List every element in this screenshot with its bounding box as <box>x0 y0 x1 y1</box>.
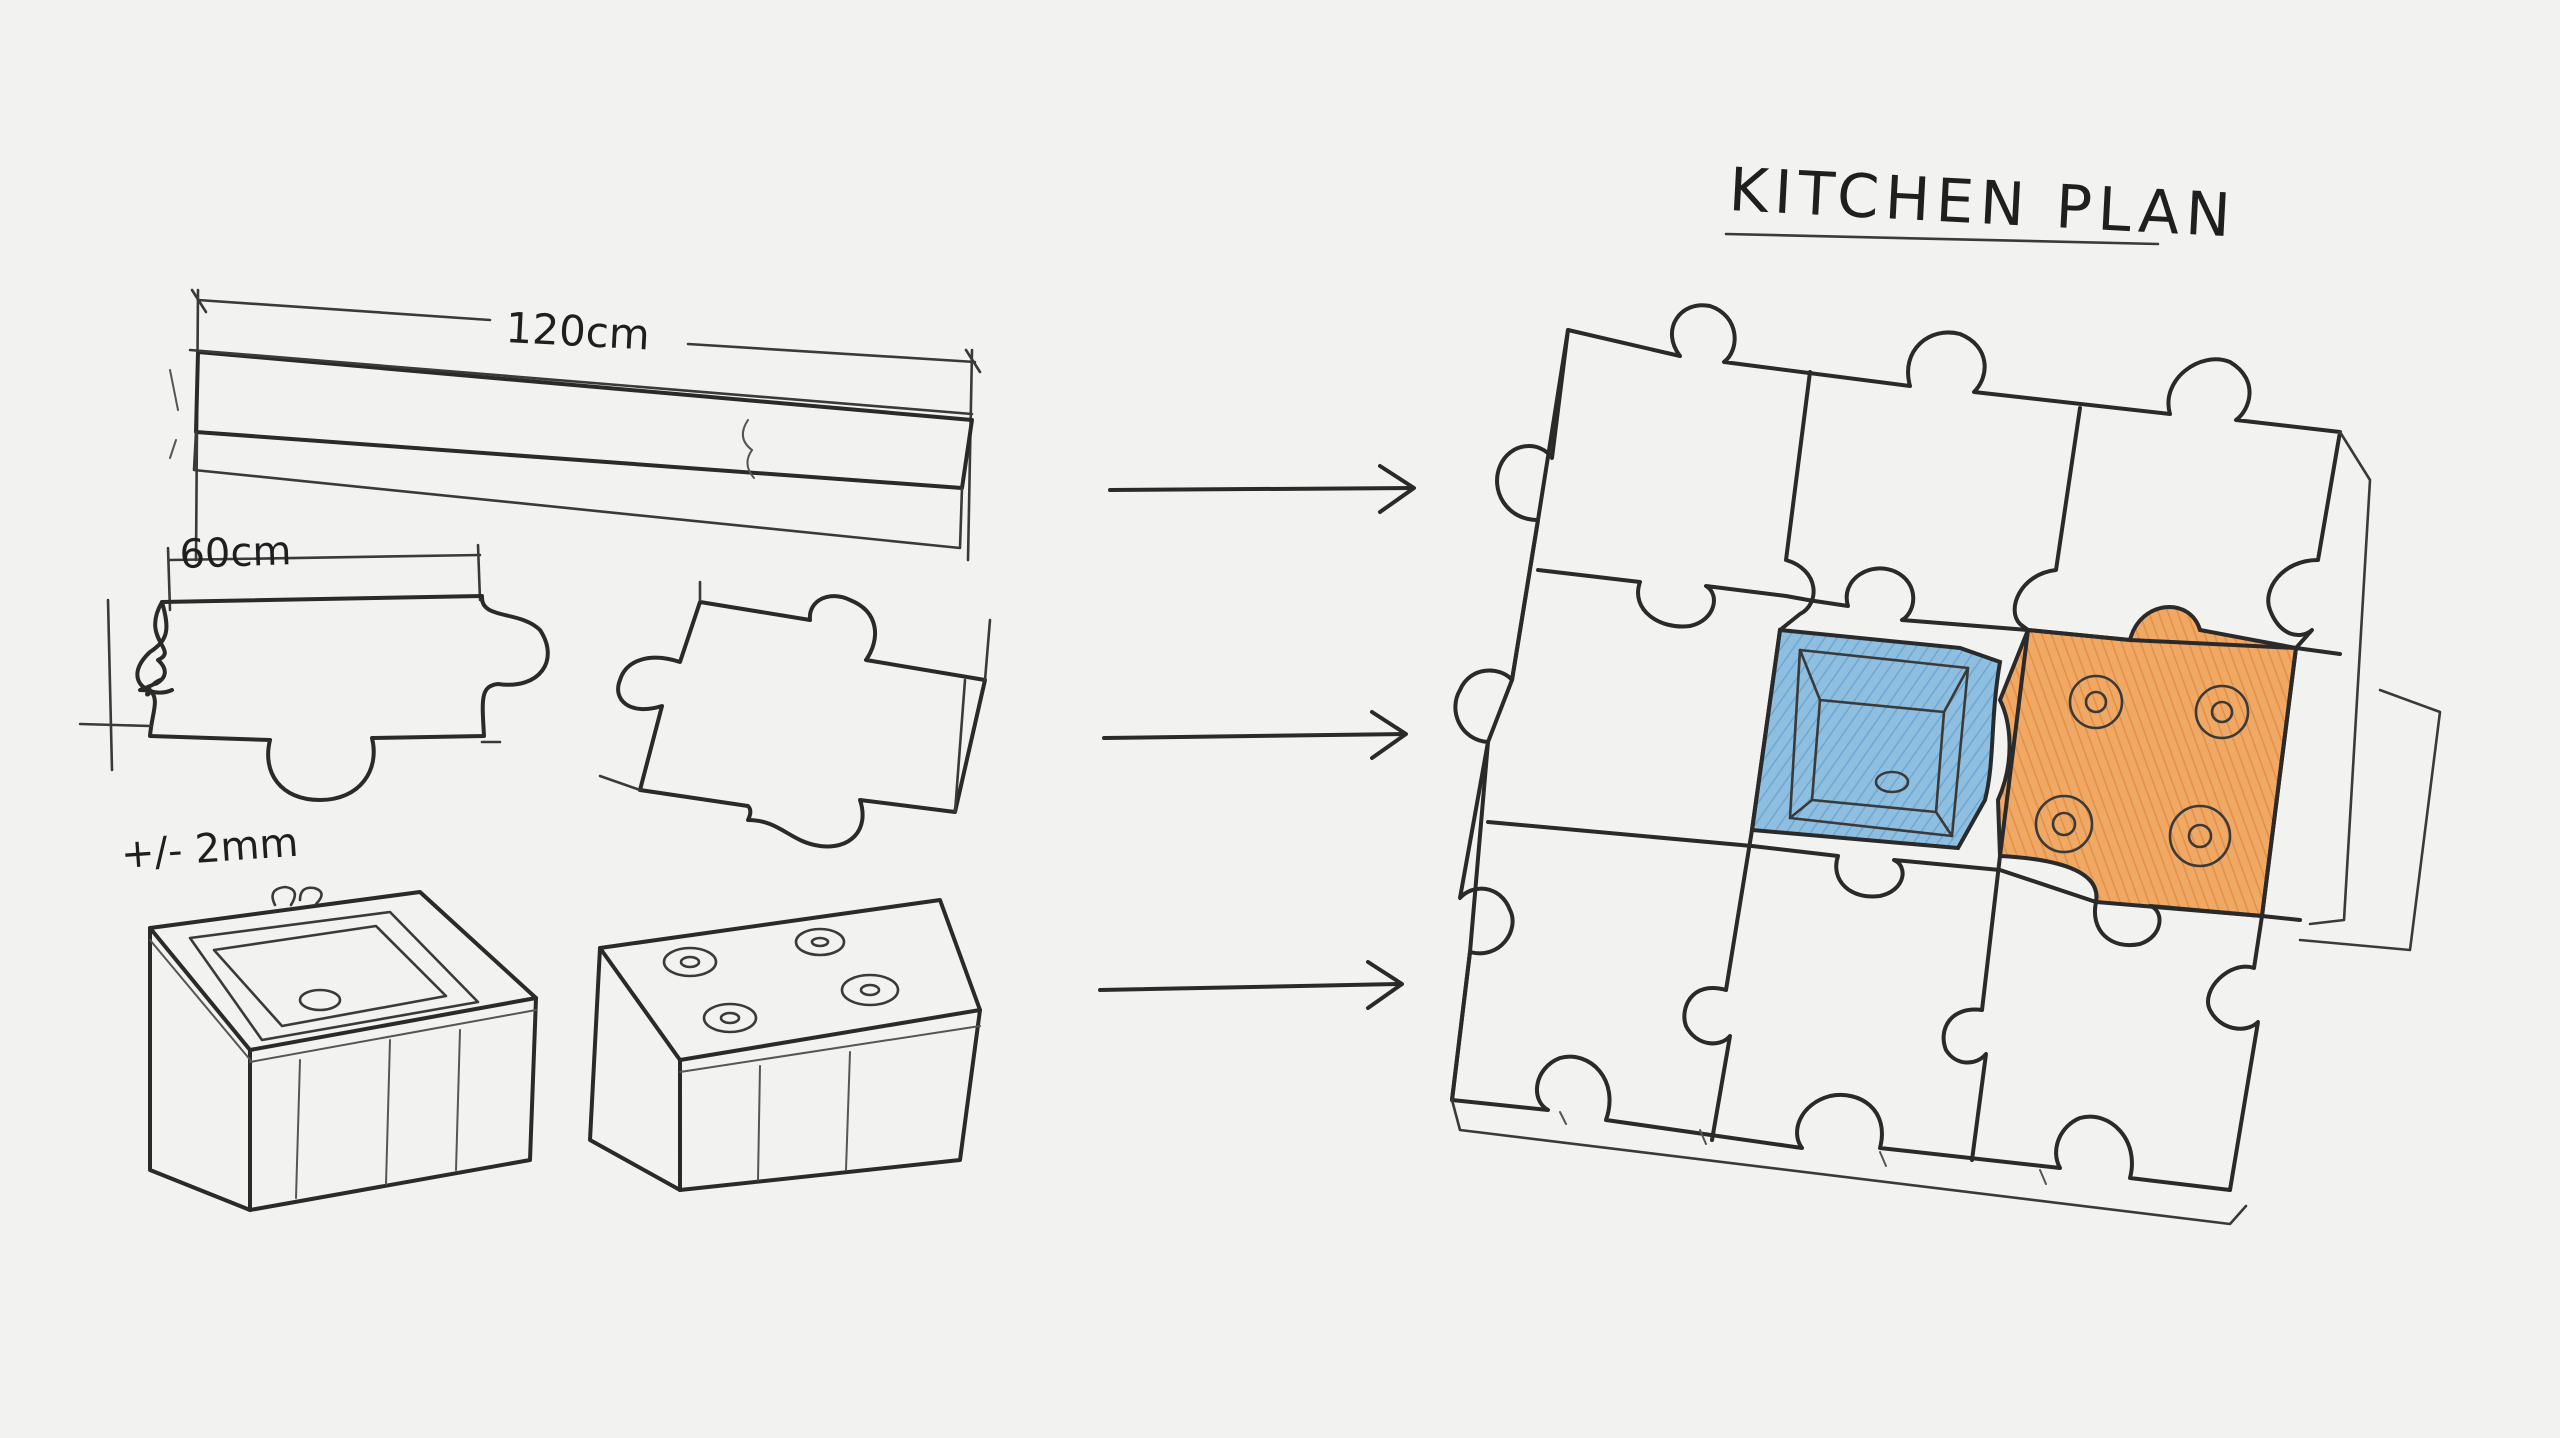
stove-burner <box>2168 804 2232 868</box>
stove-burner <box>2194 684 2250 740</box>
countertop-slab <box>169 348 974 550</box>
sink-cabinet <box>148 885 538 1212</box>
puzzle-tile-rotated <box>598 580 992 849</box>
stove-burner <box>702 1002 758 1034</box>
sink-icon <box>1874 770 1910 794</box>
stove-burner <box>840 973 900 1007</box>
stove-icon <box>2034 674 2250 868</box>
stove-burner <box>2034 794 2094 854</box>
dimension-label-60cm: 60cm <box>179 528 292 578</box>
kitchen-plan-grid <box>1450 303 2442 1226</box>
stove-burner <box>794 927 846 957</box>
arrow-right-icon <box>1108 464 1416 514</box>
arrow-right-icon <box>1098 960 1404 1010</box>
dimension-label-120cm: 120cm <box>504 303 651 359</box>
stove-burner <box>2068 674 2124 730</box>
puzzle-tile-plain: 60cm <box>78 528 550 802</box>
stove-burner <box>662 946 718 978</box>
stove-tile <box>1995 605 2299 919</box>
stove-cabinet <box>588 898 982 1192</box>
arrow-right-icon <box>1102 710 1408 760</box>
dimension-120cm: 120cm <box>190 288 982 562</box>
